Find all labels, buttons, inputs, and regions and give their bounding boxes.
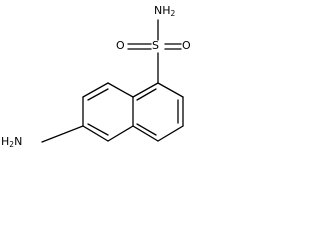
sulfur-text: S <box>152 39 159 52</box>
bond-c8a-c1-inner <box>136 88 157 101</box>
bond-c8a-c1 <box>132 82 159 98</box>
sulfonamide-nh2-label: NH2 <box>154 4 176 18</box>
amine-n-text: N <box>14 135 23 148</box>
molecule-bonds <box>41 19 184 143</box>
structure-canvas: NH2 O S O H2N <box>0 0 210 180</box>
oxygen-left-text: O <box>116 39 125 52</box>
bond-c6-c5 <box>82 125 109 142</box>
oxygen-right-label: O <box>182 40 191 52</box>
bond-c8a-c8 <box>107 82 134 98</box>
oxygen-right-text: O <box>182 39 191 52</box>
sulfonamide-n-text: NH <box>154 4 171 17</box>
bond-c4-c4a-inner <box>136 123 157 136</box>
bond-c4-c4a <box>132 125 159 142</box>
bond-c6-n <box>41 125 84 143</box>
bond-c6-c5-inner <box>87 123 109 136</box>
sulfonamide-n-subscript: 2 <box>170 9 176 18</box>
bond-c8-c7-inner <box>87 88 109 101</box>
bond-c5-c4a <box>107 125 134 142</box>
oxygen-left-label: O <box>116 40 125 52</box>
amine-h-subscript: 2 <box>9 140 15 149</box>
sulfur-label: S <box>152 40 159 52</box>
bond-c1-c2 <box>157 82 184 98</box>
bond-c8-c7 <box>82 82 109 98</box>
bond-c3-c4 <box>157 125 184 142</box>
amine-h-text: H <box>1 135 10 148</box>
amine-h2n-label: H2N <box>1 135 23 149</box>
